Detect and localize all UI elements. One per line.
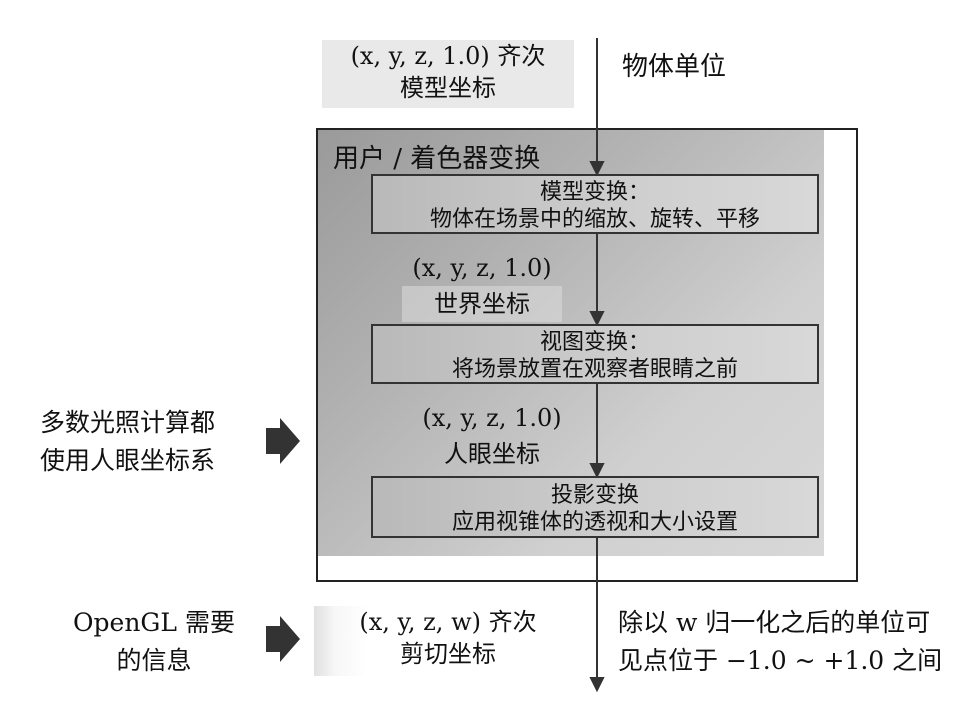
- lighting-note: 多数光照计算都 使用人眼坐标系: [40, 404, 260, 480]
- model-transform-title: 模型变换：: [539, 180, 650, 205]
- eye-coords-line2: 人眼坐标: [444, 440, 540, 468]
- eye-coords: (x, y, z, 1.0) 人眼坐标: [412, 400, 572, 472]
- object-units-label: 物体单位: [622, 52, 727, 82]
- view-transform-box: 视图变换： 将场景放置在观察者眼睛之前: [371, 324, 819, 384]
- world-coords-line1: (x, y, z, 1.0): [412, 254, 552, 282]
- projection-transform-box: 投影变换 应用视锥体的透视和大小设置: [371, 476, 819, 538]
- ndc-note: 除以 w 归一化之后的单位可 见点位于 −1.0 ~ +1.0 之间: [618, 604, 968, 680]
- ndc-note-line2: 见点位于 −1.0 ~ +1.0 之间: [618, 646, 943, 675]
- down-arrow-icon: [589, 311, 605, 327]
- view-transform-title: 视图变换：: [539, 330, 650, 355]
- down-arrow-icon: [589, 677, 605, 693]
- model-coords-box: (x, y, z, 1.0) 齐次 模型坐标: [322, 40, 574, 108]
- world-coords-line2: 世界坐标: [402, 286, 562, 322]
- lighting-note-line1: 多数光照计算都: [40, 408, 216, 437]
- view-transform-desc: 将场景放置在观察者眼睛之前: [451, 357, 738, 382]
- clip-coords-line1: (x, y, z, w) 齐次: [359, 608, 537, 636]
- right-arrow-icon: [266, 418, 300, 464]
- model-coords-line2: 模型坐标: [400, 74, 496, 102]
- world-coords: (x, y, z, 1.0) 世界坐标: [402, 250, 562, 322]
- model-transform-box: 模型变换： 物体在场景中的缩放、旋转、平移: [371, 174, 819, 234]
- projection-transform-title: 投影变换: [550, 483, 639, 508]
- projection-transform-desc: 应用视锥体的透视和大小设置: [451, 510, 738, 535]
- region-title: 用户 / 着色器变换: [333, 144, 541, 174]
- right-arrow-icon: [266, 616, 300, 662]
- opengl-note-line2: 的信息: [116, 646, 192, 675]
- lighting-note-line2: 使用人眼坐标系: [40, 446, 216, 475]
- opengl-note: OpenGL 需要 的信息: [64, 604, 244, 680]
- down-arrow-icon: [589, 463, 605, 479]
- model-coords-line1: (x, y, z, 1.0) 齐次: [350, 42, 546, 70]
- model-transform-desc: 物体在场景中的缩放、旋转、平移: [429, 207, 760, 232]
- eye-coords-line1: (x, y, z, 1.0): [422, 404, 562, 432]
- clip-coords-box: (x, y, z, w) 齐次 剪切坐标: [314, 606, 582, 676]
- clip-coords-line2: 剪切坐标: [400, 640, 496, 668]
- down-arrow-icon: [589, 161, 605, 177]
- opengl-note-line1: OpenGL 需要: [73, 608, 235, 637]
- ndc-note-line1: 除以 w 归一化之后的单位可: [618, 608, 931, 637]
